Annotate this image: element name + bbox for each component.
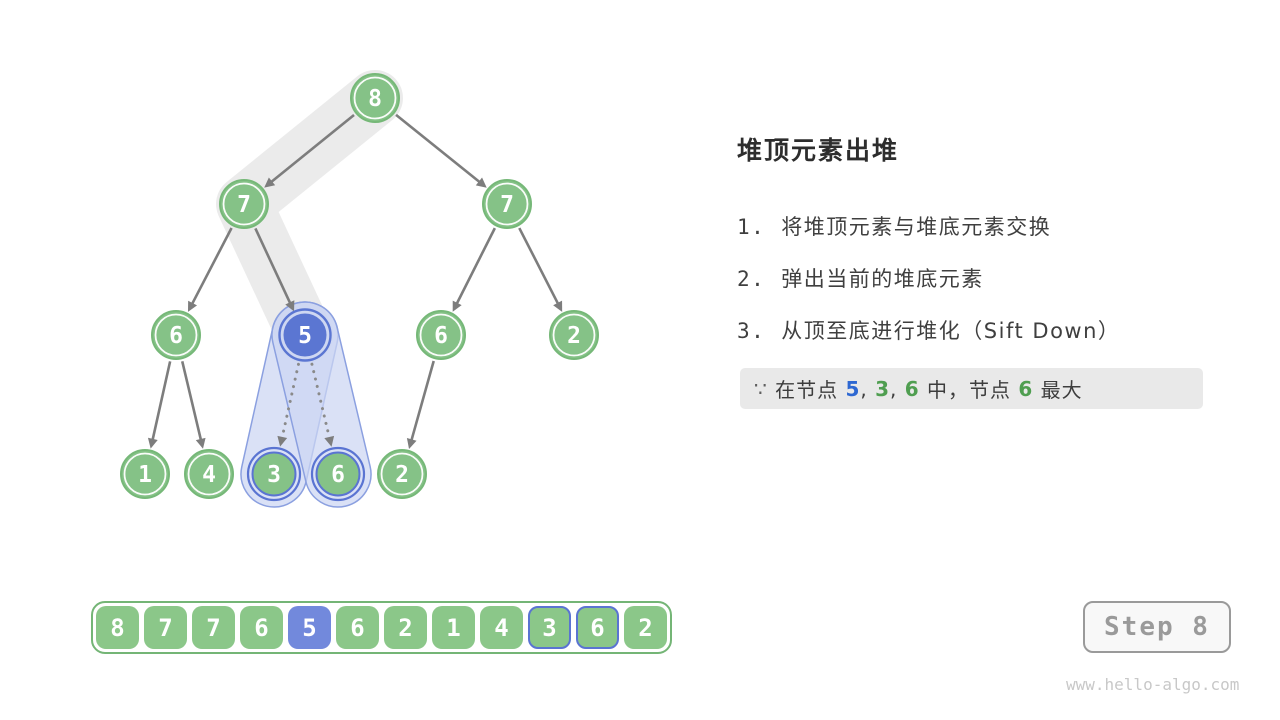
array-cell-2: 7 <box>192 606 235 649</box>
tree-node-value: 2 <box>395 462 409 488</box>
note-box: ∵ 在节点 5, 3, 6 中，节点 6 最大 <box>740 368 1203 409</box>
heap-tree-diagram: 8 7 7 6 5 6 2 1 4 3 6 2 <box>120 70 599 508</box>
step-number: 3. <box>737 319 766 343</box>
tree-node-0: 8 <box>350 73 400 123</box>
tree-edge <box>452 227 497 312</box>
instruction-list: 1. 将堆顶元素与堆底元素交换 2. 弹出当前的堆底元素 3. 从顶至底进行堆化… <box>737 214 1120 344</box>
tree-edge <box>395 113 487 188</box>
tree-node-5: 6 <box>416 310 466 360</box>
tree-node-9: 3 <box>246 446 302 502</box>
array-cell-0: 8 <box>96 606 139 649</box>
sift-edge-dotted <box>277 362 300 447</box>
tree-node-6: 2 <box>549 310 599 360</box>
watermark: www.hello-algo.com <box>1066 675 1240 694</box>
note-segment: 在节点 <box>775 378 846 402</box>
step-text: 将堆顶元素与堆底元素交换 <box>781 215 1052 239</box>
tree-node-7: 1 <box>120 449 170 499</box>
tree-node-11: 2 <box>377 449 427 499</box>
tree-edge <box>187 227 233 312</box>
tree-node-value: 3 <box>267 462 281 488</box>
array-cell-3: 6 <box>240 606 283 649</box>
tree-edge <box>180 360 206 449</box>
tree-node-3: 6 <box>151 310 201 360</box>
array-cell-10: 6 <box>576 606 619 649</box>
array-cell-6: 2 <box>384 606 427 649</box>
tree-edge <box>264 113 355 188</box>
array-cell-8: 4 <box>480 606 523 649</box>
tree-node-8: 4 <box>184 449 234 499</box>
tree-node-value: 7 <box>500 192 514 218</box>
tree-node-value: 6 <box>434 323 448 349</box>
note-segment: 3 <box>875 376 891 401</box>
sift-edge-dotted <box>310 362 335 447</box>
tree-node-4: 5 <box>278 308 332 362</box>
panel-title: 堆顶元素出堆 <box>737 136 900 165</box>
array-cell-11: 2 <box>624 606 667 649</box>
tree-node-value: 4 <box>202 462 216 488</box>
tree-node-1: 7 <box>219 179 269 229</box>
note-segment: 中，节点 <box>919 378 1019 402</box>
array-cell-7: 1 <box>432 606 475 649</box>
step-badge: Step 8 <box>1083 601 1231 653</box>
array-cell-4: 5 <box>288 606 331 649</box>
step-number: 1. <box>737 215 766 239</box>
tree-node-value: 2 <box>567 323 581 349</box>
step-text: 弹出当前的堆底元素 <box>781 267 984 291</box>
array-cell-1: 7 <box>144 606 187 649</box>
note-segment: 5 <box>845 376 861 401</box>
tree-edge <box>254 227 295 312</box>
instruction-step-1: 1. 将堆顶元素与堆底元素交换 <box>737 214 1120 240</box>
tree-node-value: 6 <box>331 462 345 488</box>
step-number: 2. <box>737 267 766 291</box>
tree-node-value: 6 <box>169 323 183 349</box>
instruction-step-3: 3. 从顶至底进行堆化（Sift Down） <box>737 318 1120 344</box>
tree-edge <box>147 361 172 449</box>
tree-edge <box>406 360 435 449</box>
tree-node-value: 1 <box>138 462 152 488</box>
note-segment: , <box>890 376 905 401</box>
note-segment: 最大 <box>1033 378 1083 402</box>
tree-edge <box>518 227 563 312</box>
tree-node-value: 8 <box>368 86 382 112</box>
note-segment: , <box>860 376 876 401</box>
array-cell-9: 3 <box>528 606 571 649</box>
tree-node-value: 5 <box>298 323 312 349</box>
step-text: 从顶至底进行堆化（Sift Down） <box>781 319 1121 343</box>
array-cell-5: 6 <box>336 606 379 649</box>
note-segment: ∵ <box>754 376 776 401</box>
tree-node-2: 7 <box>482 179 532 229</box>
note-segment: 6 <box>904 376 920 401</box>
instruction-step-2: 2. 弹出当前的堆底元素 <box>737 266 1120 292</box>
tree-node-10: 6 <box>310 446 366 502</box>
note-segment: 6 <box>1018 376 1034 401</box>
tree-node-value: 7 <box>237 192 251 218</box>
